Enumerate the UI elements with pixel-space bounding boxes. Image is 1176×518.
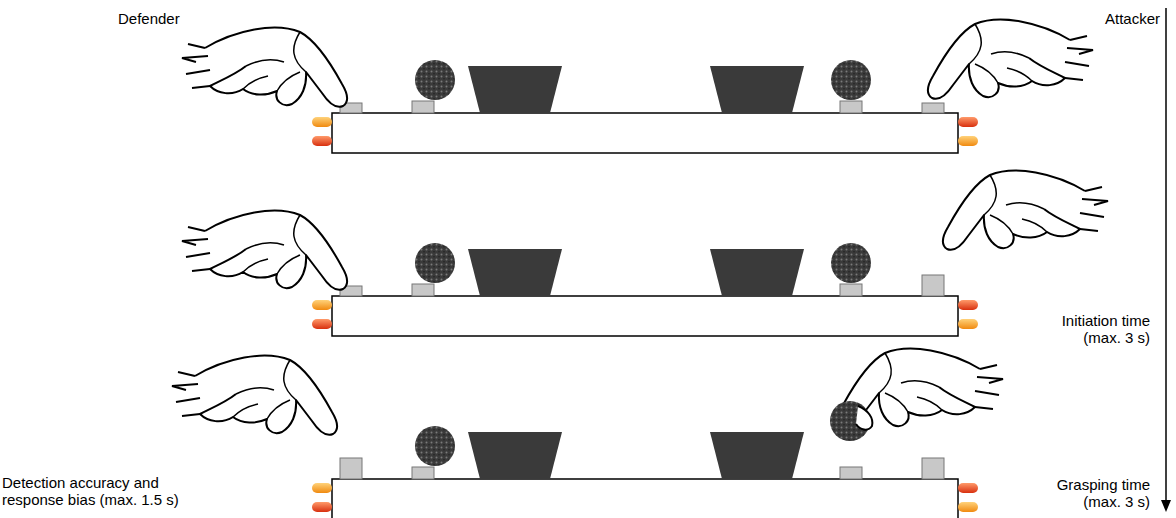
measure-label: Detection accuracy and response bias (ma… (2, 474, 192, 508)
time-label: Initiation time (max. 3 s) (1025, 312, 1150, 346)
player-label: Defender (118, 10, 238, 27)
time-label: Grasping time (max. 3 s) (1025, 476, 1150, 510)
player-label: Attacker (1030, 10, 1160, 27)
